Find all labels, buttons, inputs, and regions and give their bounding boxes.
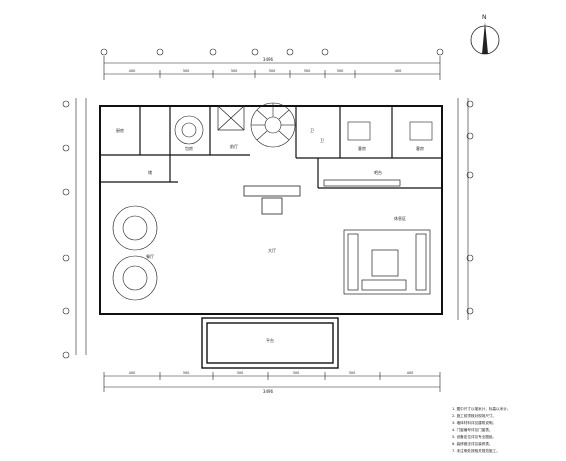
top-dim-3: 300 (231, 69, 238, 73)
interior-walls (100, 106, 442, 189)
bottom-dim-4: 300 (293, 371, 300, 375)
room-lobby-small: 前厅 (230, 143, 238, 149)
room-bar: 吧台 (374, 169, 382, 175)
bottom-overall-dim: 3496 (263, 389, 274, 394)
bottom-dimension-chain (103, 372, 441, 392)
bedroom-beds (347, 121, 433, 141)
top-dim-7: 400 (395, 69, 402, 73)
dining-table-2 (112, 255, 158, 301)
elevator-shaft (217, 105, 245, 131)
room-lounge: 休息区 (394, 215, 406, 221)
note-4: 4. 门窗编号详见门窗表。 (452, 427, 493, 432)
note-5: 5. 设备定位详见专业图纸。 (452, 434, 496, 439)
room-dining-hall: 餐厅 (146, 253, 154, 259)
note-3: 3. 墙体材料详见建筑说明。 (452, 420, 496, 425)
room-terrace: 平台 (266, 337, 274, 343)
reception-desk (243, 185, 301, 215)
note-7: 7. 未注明处按相关规范施工。 (452, 448, 500, 453)
top-dimension-chain (103, 56, 441, 80)
terrace (201, 317, 339, 369)
bottom-dim-1: 400 (129, 371, 136, 375)
notes-block: 1. 图中尺寸以毫米计，标高以米计。 2. 施工前须核对现场尺寸。 3. 墙体材… (452, 406, 510, 453)
right-dimension-chain (457, 98, 474, 320)
top-dim-1: 400 (129, 69, 136, 73)
top-grid-bubbles (100, 48, 444, 56)
bottom-dim-6: 400 (407, 371, 414, 375)
top-dim-4: 300 (269, 69, 276, 73)
top-dim-6: 300 (337, 69, 344, 73)
bottom-dim-3: 300 (237, 371, 244, 375)
north-label: N (482, 14, 487, 21)
room-bedroom-2: 客房 (416, 145, 424, 151)
exterior-walls (99, 105, 443, 315)
private-dining-table (174, 115, 204, 145)
bar-counter (323, 179, 401, 187)
room-kitchen: 厨房 (116, 127, 124, 133)
lounge-sofa-set (343, 229, 431, 295)
bottom-dim-2: 300 (183, 371, 190, 375)
bottom-dim-5: 300 (349, 371, 356, 375)
room-store: 储 (148, 169, 152, 175)
left-dimension-chain (62, 98, 87, 359)
top-dim-2: 300 (183, 69, 190, 73)
room-hall: 大厅 (268, 247, 276, 253)
note-1: 1. 图中尺寸以毫米计，标高以米计。 (452, 406, 510, 411)
room-toilet-m: 卫 (320, 138, 324, 143)
top-dim-5: 300 (304, 69, 311, 73)
note-6: 6. 装修做法详见装修表。 (452, 441, 493, 446)
dining-table-1 (112, 205, 158, 251)
room-toilet-f: 卫 (310, 128, 314, 133)
room-bedroom-1: 客房 (358, 145, 366, 151)
room-private-dining: 包房 (185, 145, 193, 151)
top-overall-dim: 3496 (263, 57, 274, 62)
note-2: 2. 施工前须核对现场尺寸。 (452, 413, 496, 418)
north-arrow-icon: N (470, 14, 500, 55)
spiral-staircase (250, 102, 296, 148)
